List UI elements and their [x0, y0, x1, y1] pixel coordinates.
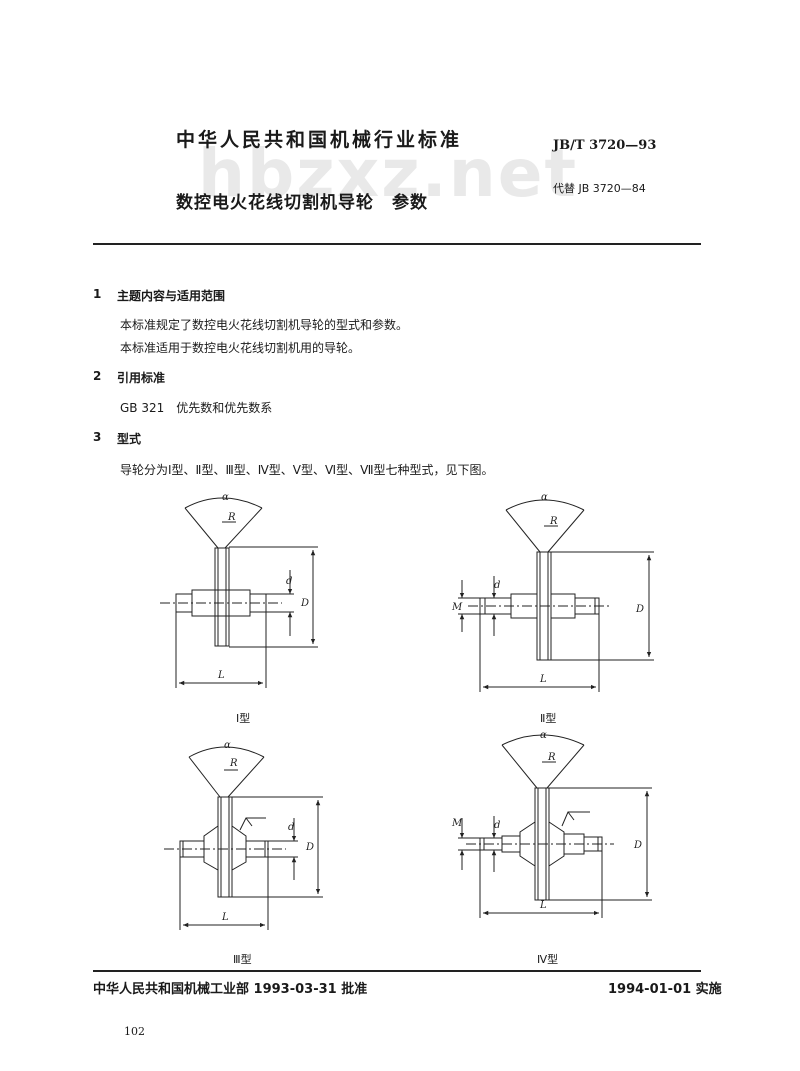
effective-date: 1994-01-01 实施	[608, 982, 722, 997]
type-4-m-label: M	[451, 818, 463, 829]
section-2-number: 2	[93, 369, 102, 383]
section-3-title: 型式	[117, 432, 142, 446]
type-4-d-label: d	[494, 820, 500, 831]
standard-title: 中华人民共和国机械行业标准	[176, 129, 463, 151]
page-number: 102	[124, 1025, 145, 1038]
type-4-r-label: R	[547, 752, 556, 763]
type-3-caption: Ⅲ型	[233, 953, 252, 966]
type-4-l-label: L	[539, 900, 547, 911]
type-4-caption: Ⅳ型	[537, 953, 559, 966]
type-3-r-label: R	[229, 758, 238, 769]
section-3-paragraph-1: 导轮分为Ⅰ型、Ⅱ型、Ⅲ型、Ⅳ型、Ⅴ型、Ⅵ型、Ⅶ型七种型式，见下图。	[120, 463, 494, 477]
type-2-l-label: L	[539, 674, 547, 685]
type-1-alpha-label: α	[222, 492, 229, 503]
type-2-d-label: d	[494, 580, 500, 591]
replaces-note: 代替 JB 3720—84	[553, 182, 646, 195]
type-2-m-label: M	[451, 602, 463, 613]
section-2-paragraph-1: GB 321 优先数和优先数系	[120, 401, 273, 415]
type-3-drawing	[164, 746, 323, 930]
section-2-title: 引用标准	[117, 371, 166, 385]
section-1-number: 1	[93, 287, 102, 301]
header-rule	[93, 243, 701, 245]
section-1-paragraph-1: 本标准规定了数控电火花线切割机导轮的型式和参数。	[120, 318, 409, 332]
approval-note: 中华人民共和国机械工业部 1993-03-31 批准	[93, 982, 368, 997]
type-2-big-d-label: D	[635, 604, 644, 615]
type-1-caption: Ⅰ型	[236, 712, 251, 725]
type-3-alpha-label: α	[224, 740, 231, 751]
type-1-r-label: R	[227, 512, 236, 523]
document-title: 数控电火花线切割机导轮 参数	[176, 193, 428, 213]
type-3-l-label: L	[221, 912, 229, 923]
type-4-alpha-label: α	[540, 730, 547, 741]
type-2-caption: Ⅱ型	[540, 712, 557, 725]
section-1-paragraph-2: 本标准适用于数控电火花线切割机用的导轮。	[120, 341, 361, 355]
type-1-d-label: d	[286, 576, 292, 587]
type-1-big-d-label: D	[300, 598, 309, 609]
type-2-drawing	[458, 499, 654, 692]
type-1-l-label: L	[217, 670, 225, 681]
footer-rule	[93, 970, 701, 972]
section-1-title: 主题内容与适用范围	[117, 289, 226, 303]
section-3-number: 3	[93, 430, 102, 444]
document-code: JB/T 3720—93	[553, 138, 657, 153]
watermark: hbzxz.net	[198, 135, 579, 212]
type-3-d-label: d	[288, 822, 294, 833]
type-2-r-label: R	[549, 516, 558, 527]
type-3-big-d-label: D	[305, 842, 314, 853]
type-1-drawing	[160, 497, 318, 688]
type-2-alpha-label: α	[541, 492, 548, 503]
type-4-drawing	[458, 734, 652, 918]
type-4-big-d-label: D	[633, 840, 642, 851]
